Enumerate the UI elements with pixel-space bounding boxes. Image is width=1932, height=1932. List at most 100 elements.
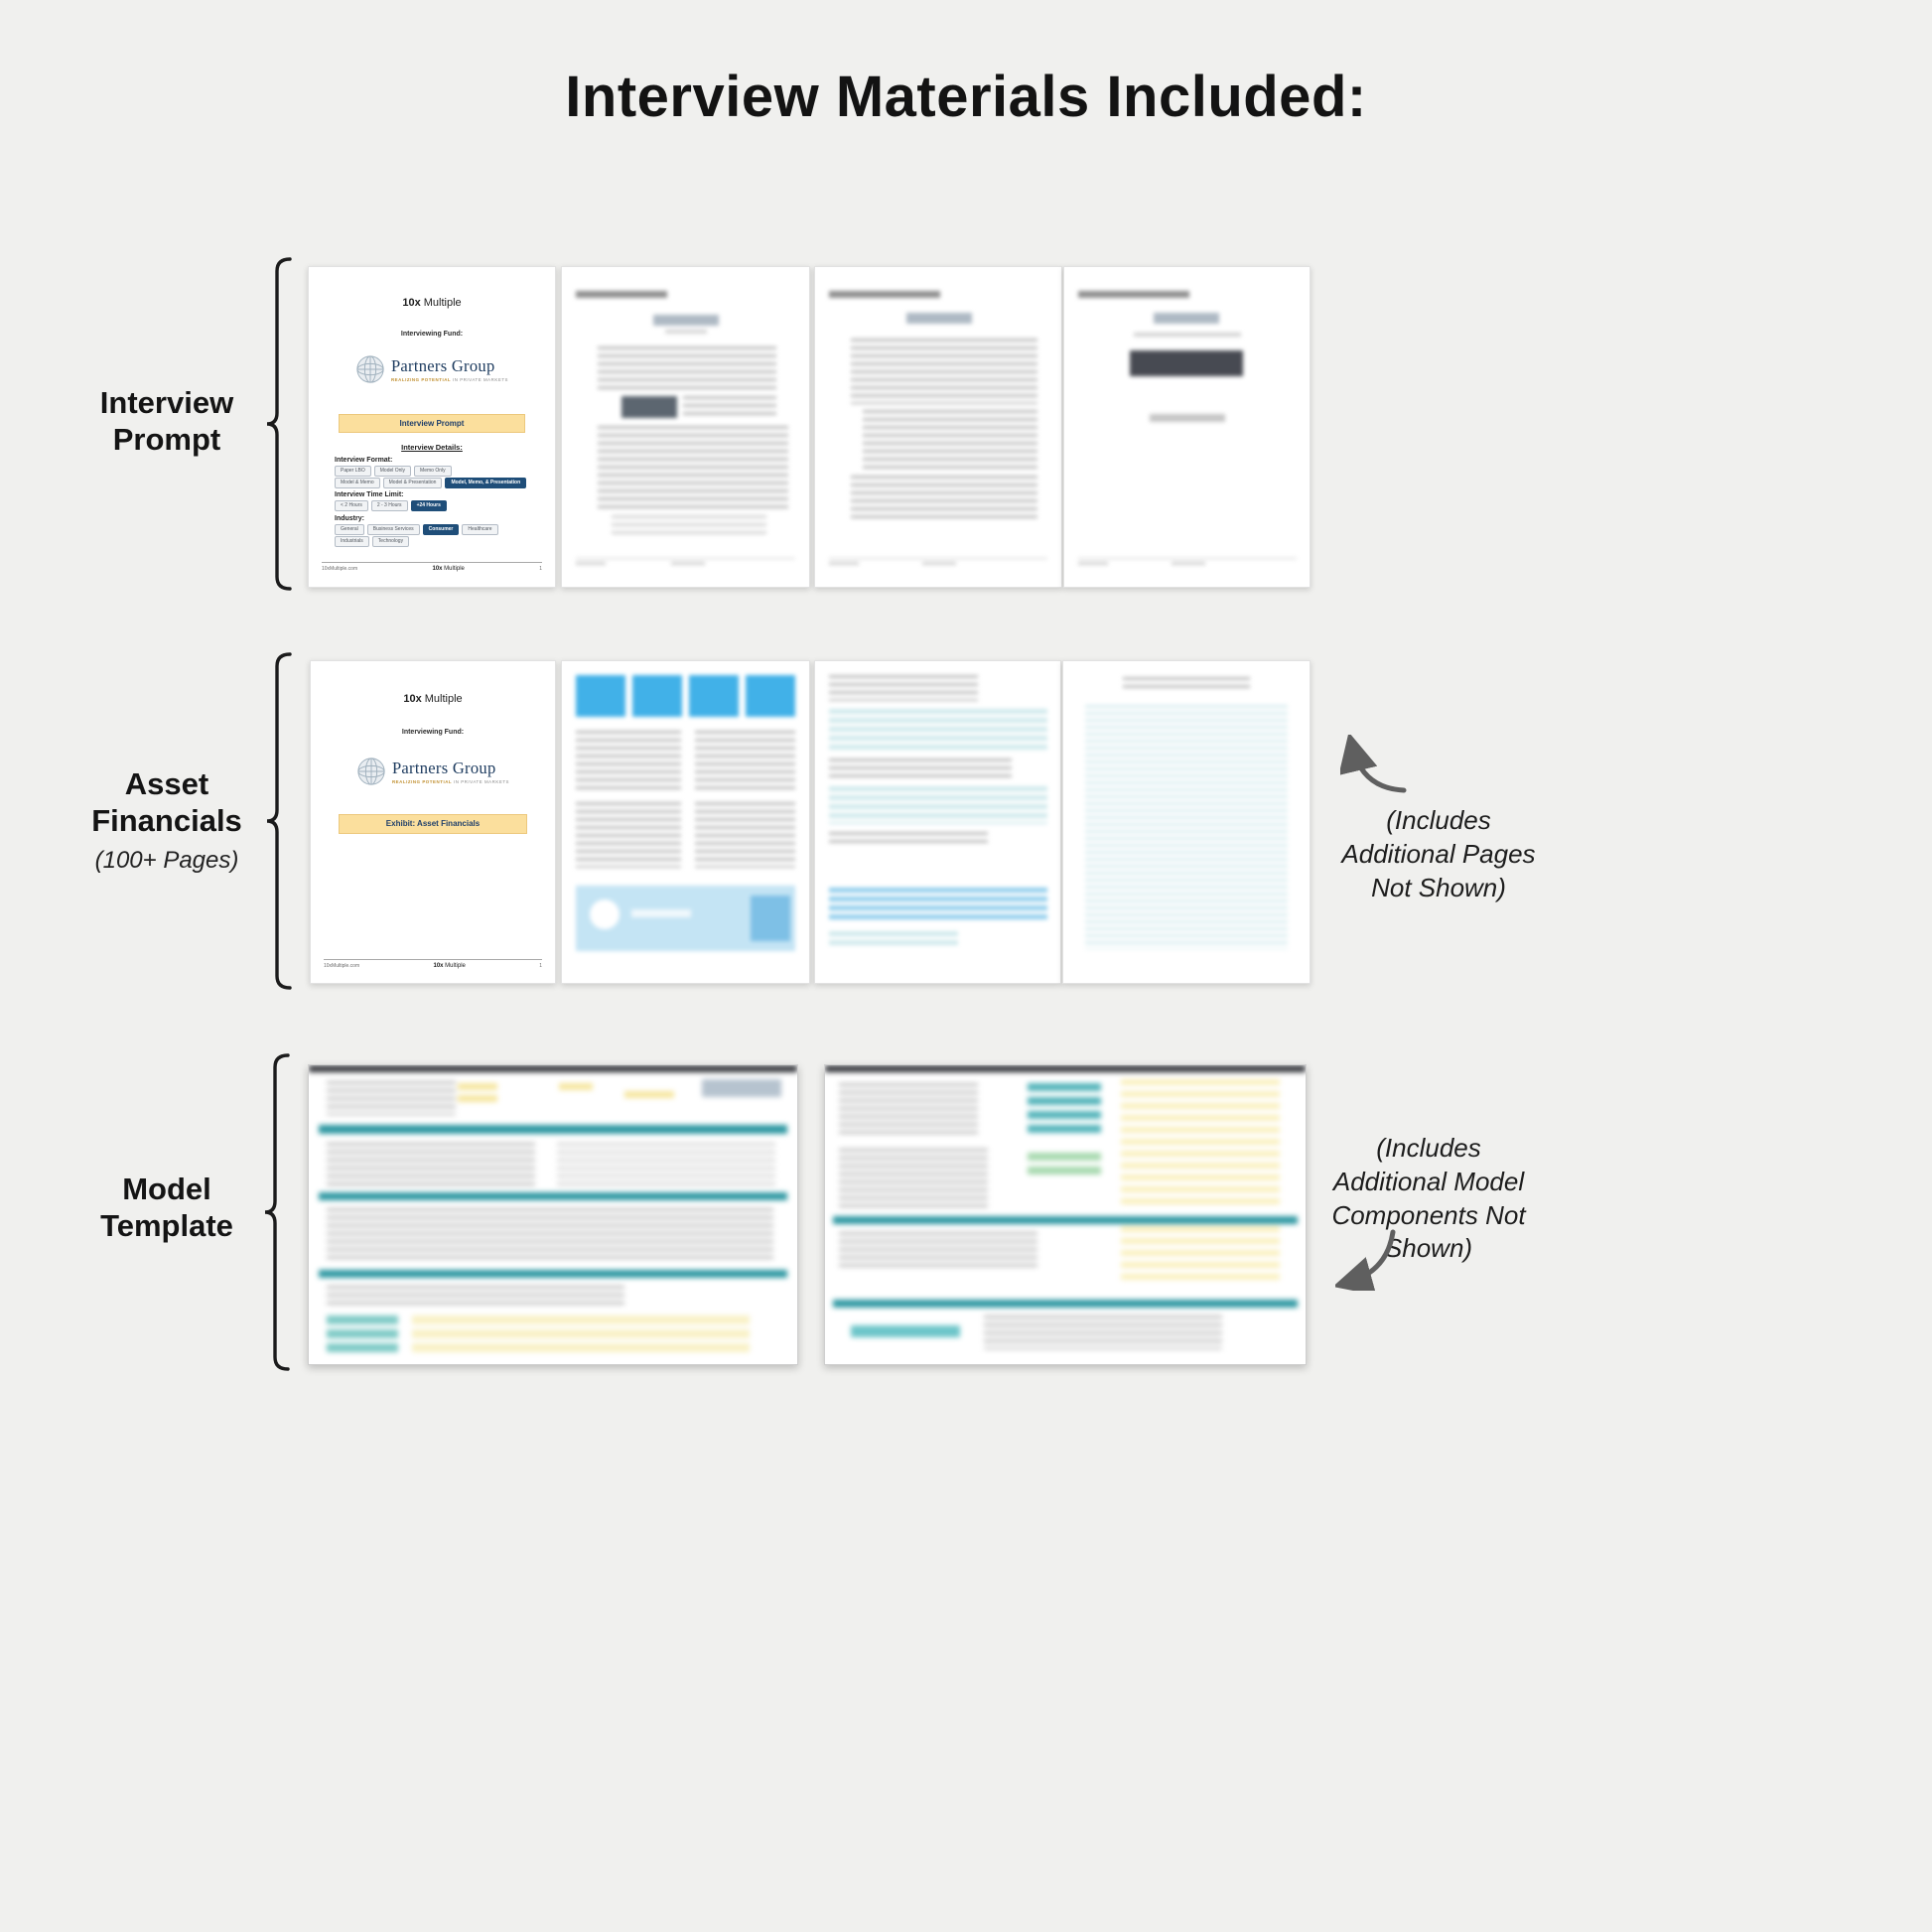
row-label-asset-financials: Asset Financials (100+ Pages) [55,766,279,875]
format-option: Model & Memo [335,478,380,488]
blurred-footer-text [671,562,705,565]
blurred-spreadsheet [825,1065,1306,1364]
blurred-heading [1078,291,1189,298]
blurred-green-cell [1028,1167,1101,1174]
blurred-teal-band [833,1300,1298,1308]
blurred-heading [576,291,667,298]
blurred-cells [839,1232,1037,1272]
blurred-teal-cell [1028,1111,1101,1119]
cover-footer: 10xMultiple.com 10x Multiple 1 [322,562,542,572]
partners-group-logo: Partners Group REALIZING POTENTIAL IN PR… [311,757,555,786]
blurred-text-lines [829,675,978,701]
blurred-image [1130,350,1243,376]
blurred-text-lines [829,759,1012,778]
brand-bold: 10x [403,693,422,705]
blurred-ad-shape [751,896,790,941]
blurred-ad-text [631,909,691,917]
tagline-gray: IN PRIVATE MARKETS [451,377,509,382]
label-line: Interview [99,385,234,420]
blurred-window-top [825,1065,1306,1072]
time-limit-label: Interview Time Limit: [335,491,404,498]
blurred-text-lines [695,731,795,794]
blurred-window-top [309,1065,797,1072]
blurred-table [829,786,1047,824]
prompt-page-4 [1063,266,1311,588]
blurred-footer-text [1078,562,1108,565]
blurred-logo [906,313,972,324]
blurred-page-content [562,267,809,587]
format-options-row1: Paper LBO Model Only Memo Only [335,466,452,477]
blurred-text-lines [695,802,795,868]
blurred-teal-cell [1028,1125,1101,1133]
footer-site: 10xMultiple.com [324,963,360,969]
financials-cover-page: 10x Multiple Interviewing Fund: Partners… [310,660,556,984]
partners-group-logo: Partners Group REALIZING POTENTIAL IN PR… [309,354,555,384]
blurred-teal-band [319,1125,787,1134]
footer-brand-bold: 10x [433,963,444,969]
curved-arrow-up-icon [1340,735,1407,793]
logo-name: Partners Group [390,356,495,375]
blurred-text-lines [665,330,707,334]
blurred-logo [702,1079,781,1097]
blurred-teal-cell [851,1325,960,1337]
blurred-teal-band [319,1270,787,1278]
footer-page-number: 1 [539,566,542,572]
cover-banner: Exhibit: Asset Financials [339,814,527,834]
blurred-heading [1123,677,1250,691]
brand-line: 10x Multiple [309,297,555,309]
blurred-yellow-cell [458,1095,497,1102]
logo-tagline: REALIZING POTENTIAL IN PRIVATE MARKETS [391,377,508,382]
fund-label: Interviewing Fund: [400,331,464,338]
blurred-text-lines [1150,414,1225,422]
industry-options-row1: General Business Services Consumer Healt… [335,524,498,535]
time-option: 2 - 3 Hours [370,500,408,511]
blurred-text-lines [576,731,681,794]
footer-brand: 10x Multiple [433,566,465,572]
blurred-logo [653,315,719,326]
format-option: Model Only [373,466,412,477]
label-line: Prompt [112,421,221,457]
row-label-interview-prompt: Interview Prompt [60,385,274,458]
blurred-yellow-column [1121,1079,1280,1208]
blurred-table [1085,705,1288,949]
footer-site: 10xMultiple.com [322,566,358,572]
label-line: Asset [124,766,209,801]
prompt-cover-page: 10x Multiple Interviewing Fund: Partners… [308,266,556,588]
tagline-gold: REALIZING POTENTIAL [390,377,452,382]
bracket-row3 [264,1053,290,1371]
prompt-page-3 [814,266,1062,588]
footer-brand: 10x Multiple [434,963,466,969]
blurred-text-lines [829,832,988,848]
blurred-footer-text [1172,562,1205,565]
curved-arrow-down-icon [1335,1229,1396,1291]
blurred-cells [327,1286,624,1306]
blurred-text-lines [851,339,1037,404]
blurred-footer-rule [576,558,795,559]
blurred-teal-band [833,1216,1298,1224]
cover-banner: Interview Prompt [339,414,525,433]
blurred-heading [829,291,940,298]
blurred-yellow-row [412,1343,750,1352]
fund-label: Interviewing Fund: [401,729,465,736]
industry-option: Business Services [366,524,420,535]
format-option: Paper LBO [335,466,371,477]
blurred-footer-text [922,562,956,565]
blurred-teal-cell [327,1343,398,1352]
logo-tagline: REALIZING POTENTIAL IN PRIVATE MARKETS [392,779,509,784]
blurred-chart-tile [632,675,682,717]
footer-page-number: 1 [539,963,542,969]
blurred-spreadsheet [309,1065,797,1364]
page-title: Interview Materials Included: [565,65,1367,129]
blurred-yellow-column [1121,1226,1280,1286]
industry-option: General [335,524,364,535]
globe-icon [356,355,384,383]
blurred-text-lines [612,515,766,537]
label-sub: (100+ Pages) [94,847,239,875]
blurred-text-lines [576,802,681,868]
blurred-page-content [1063,661,1310,983]
label-line: Template [100,1207,233,1243]
label-line: Model [122,1172,211,1206]
format-option: Memo Only [414,466,452,477]
blurred-footer-rule [829,558,1047,559]
blurred-table [829,888,1047,923]
